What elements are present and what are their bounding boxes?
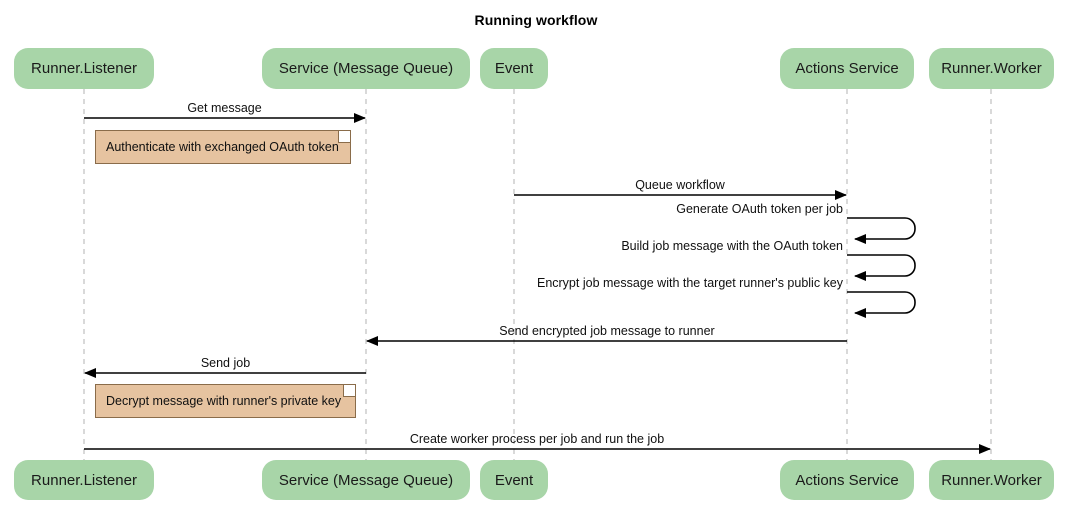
- participant-actions-service-top[interactable]: Actions Service: [780, 48, 914, 89]
- message-label-get-message: Get message: [187, 101, 262, 115]
- message-label-send-encrypted: Send encrypted job message to runner: [499, 324, 715, 338]
- message-label-queue-workflow: Queue workflow: [635, 178, 725, 192]
- participant-label: Service (Message Queue): [278, 471, 454, 489]
- note-text: Decrypt message with runner's private ke…: [106, 394, 342, 408]
- participant-runner-worker-top[interactable]: Runner.Worker: [929, 48, 1054, 89]
- participant-event-bottom[interactable]: Event: [480, 460, 548, 500]
- participant-label: Runner.Worker: [941, 471, 1042, 489]
- note-authenticate: Authenticate with exchanged OAuth token: [95, 130, 351, 164]
- message-arrow-generate-token: [847, 217, 916, 244]
- participant-label: Runner.Worker: [941, 60, 1042, 77]
- page-title: Running workflow: [474, 12, 598, 28]
- participant-actions-service-bottom[interactable]: Actions Service: [780, 460, 914, 500]
- message-arrows-layer: [84, 113, 991, 454]
- message-arrow-build-job-msg: [847, 254, 916, 281]
- note-fold-corner-icon: [343, 385, 355, 397]
- participant-runner-listener-bottom[interactable]: Runner.Listener: [14, 460, 154, 500]
- participant-runner-worker-bottom[interactable]: Runner.Worker: [929, 460, 1054, 500]
- participant-label: Runner.Listener: [31, 60, 137, 77]
- note-decrypt: Decrypt message with runner's private ke…: [95, 384, 356, 418]
- participant-label: Runner.Listener: [31, 471, 137, 489]
- note-fold-corner-icon: [338, 131, 350, 143]
- participant-label: Actions Service: [795, 471, 899, 489]
- participant-label: Service (Message Queue): [278, 60, 454, 77]
- participant-event-top[interactable]: Event: [480, 48, 548, 89]
- participant-label: Event: [494, 60, 534, 77]
- message-label-send-job: Send job: [200, 356, 251, 370]
- message-arrow-encrypt-job-msg: [847, 291, 916, 318]
- lifelines-layer: [83, 89, 992, 460]
- participant-label: Event: [494, 471, 534, 489]
- message-label-create-worker: Create worker process per job and run th…: [409, 432, 665, 446]
- participant-service-queue-bottom[interactable]: Service (Message Queue): [262, 460, 470, 500]
- message-label-generate-token: Generate OAuth token per job: [676, 202, 843, 216]
- participant-service-queue-top[interactable]: Service (Message Queue): [262, 48, 470, 89]
- message-label-build-job-msg: Build job message with the OAuth token: [621, 239, 843, 253]
- participant-label: Actions Service: [795, 60, 899, 77]
- message-label-encrypt-job-msg: Encrypt job message with the target runn…: [536, 276, 843, 290]
- note-text: Authenticate with exchanged OAuth token: [106, 140, 339, 154]
- participant-runner-listener-top[interactable]: Runner.Listener: [14, 48, 154, 89]
